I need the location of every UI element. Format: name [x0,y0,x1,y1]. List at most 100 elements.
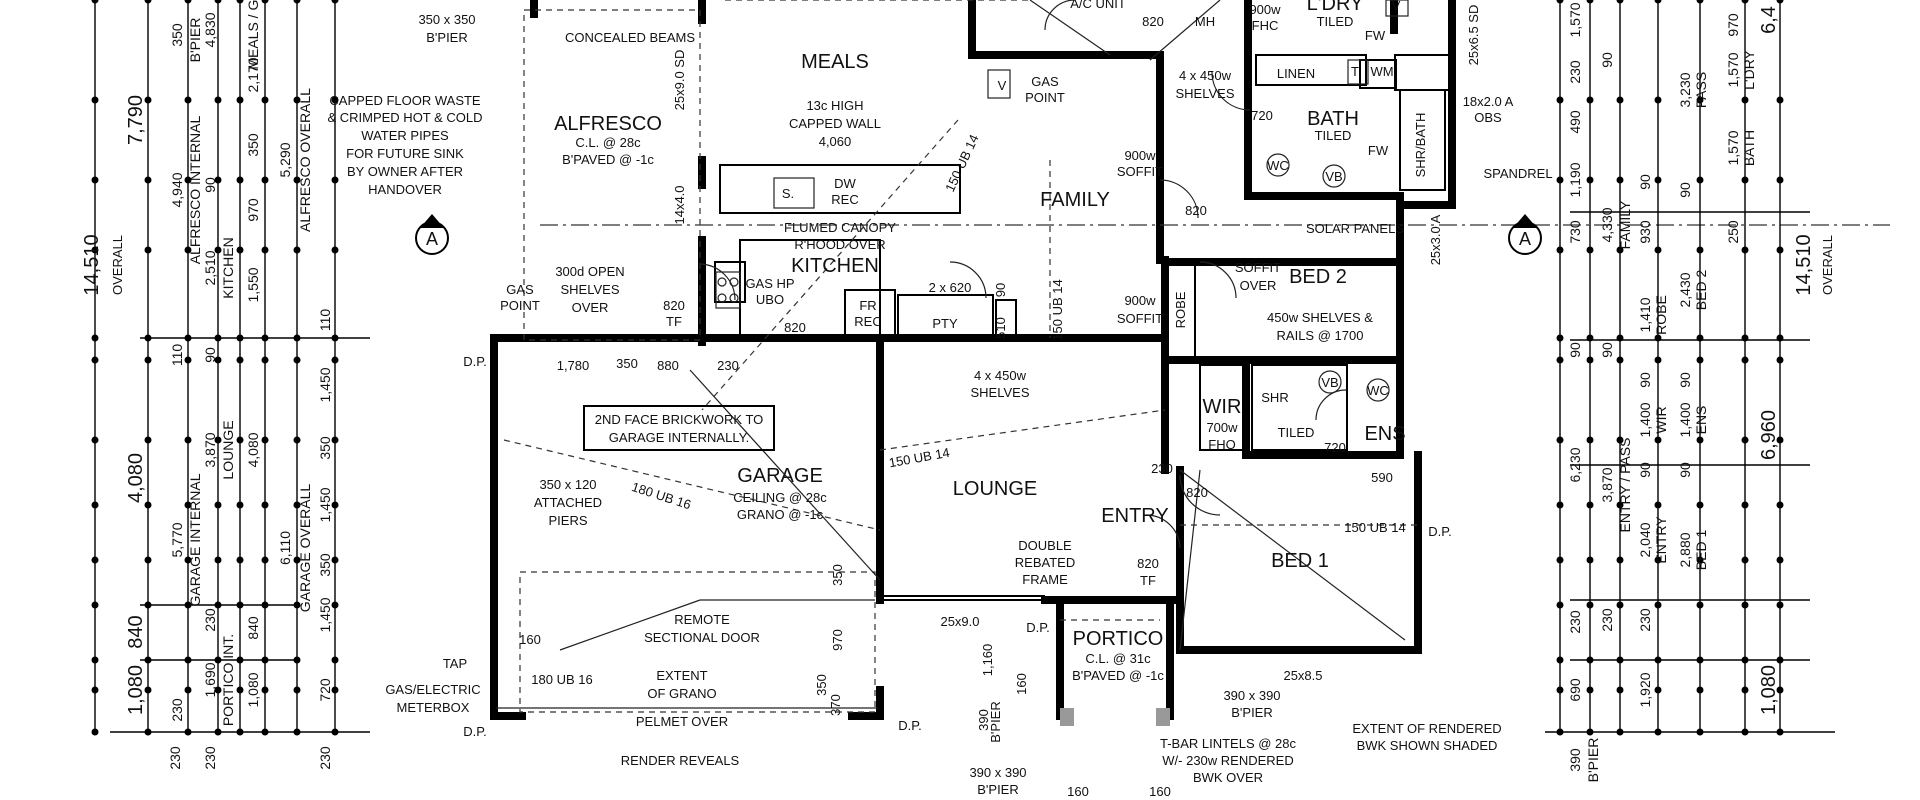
dimension-tick [1586,501,1594,509]
svg-text:FR: FR [859,298,876,313]
svg-text:GRANO @ -1c: GRANO @ -1c [737,507,824,522]
right-dimension-text: 1,570 230 490 1,190 730 90 6,230 230 690… [1567,2,1835,782]
svg-text:25x8.5: 25x8.5 [1283,668,1322,683]
svg-text:BWK OVER: BWK OVER [1193,770,1263,785]
svg-text:METERBOX: METERBOX [397,700,470,715]
dimension-tick [1654,556,1662,564]
svg-text:SPANDREL: SPANDREL [1483,166,1552,181]
svg-text:3,870: 3,870 [202,432,218,467]
svg-text:180 UB 16: 180 UB 16 [531,672,592,687]
svg-text:110: 110 [169,344,185,367]
svg-text:1,080: 1,080 [245,672,261,707]
dimension-tick [1696,436,1704,444]
svg-text:DOUBLE: DOUBLE [1018,538,1072,553]
dimension-tick [1696,656,1704,664]
svg-text:1,190: 1,190 [1567,162,1583,197]
dimension-tick [331,356,339,364]
interior-lines [496,0,1890,726]
dimension-tick [1696,728,1704,736]
dimension-tick [331,601,339,609]
room-portico: PORTICO [1073,628,1164,650]
svg-text:SOFFIT: SOFFIT [1117,311,1163,326]
dimension-tick [1654,176,1662,184]
dimension-tick [261,601,269,609]
svg-text:BED 1: BED 1 [1693,530,1709,571]
svg-text:150 UB 14: 150 UB 14 [942,132,982,194]
dimension-tick [91,601,99,609]
dimension-tick [214,0,222,4]
dimension-tick [144,728,152,736]
dimension-tick [293,686,301,694]
dimension-tick [236,686,244,694]
svg-text:ENS: ENS [1693,406,1709,435]
svg-text:3,230: 3,230 [1677,72,1693,107]
svg-text:390 x 390: 390 x 390 [969,765,1026,780]
svg-text:1,570: 1,570 [1567,2,1583,37]
svg-text:1,690: 1,690 [202,662,218,697]
svg-text:FOR FUTURE SINK: FOR FUTURE SINK [346,146,464,161]
dimension-tick [214,176,222,184]
svg-text:510: 510 [993,317,1008,339]
svg-text:S.: S. [782,186,794,201]
dimension-tick [144,334,152,342]
svg-text:700w: 700w [1206,420,1238,435]
svg-text:820: 820 [1185,203,1207,218]
dimension-tick [1586,686,1594,694]
dimension-tick [1654,436,1662,444]
dimension-tick [236,356,244,364]
dimension-tick [184,556,192,564]
svg-text:900w: 900w [1124,293,1156,308]
dimension-tick [1696,176,1704,184]
svg-text:D.P.: D.P. [1428,524,1452,539]
svg-text:UBO: UBO [756,292,784,307]
svg-text:T: T [1351,64,1359,79]
dimension-tick [91,728,99,736]
dimension-tick [1741,686,1749,694]
svg-text:BY OWNER AFTER: BY OWNER AFTER [347,164,463,179]
dimension-tick [144,356,152,364]
dimension-tick [261,96,269,104]
svg-text:WIR: WIR [1653,406,1669,433]
svg-text:1,080: 1,080 [1758,665,1780,715]
dimension-tick [293,601,301,609]
svg-text:BATH: BATH [1741,130,1757,166]
svg-text:490: 490 [1567,110,1583,134]
svg-text:350: 350 [814,674,829,696]
svg-text:230: 230 [167,746,183,770]
svg-text:FRAME: FRAME [1022,572,1068,587]
dimension-tick [1654,0,1662,4]
svg-text:GARAGE INTERNALLY.: GARAGE INTERNALLY. [609,430,749,445]
svg-text:FHC: FHC [1252,18,1279,33]
svg-text:230: 230 [1151,461,1173,476]
dimension-tick [1654,656,1662,664]
dimension-tick [1696,356,1704,364]
svg-text:4,080: 4,080 [245,432,261,467]
dimension-tick [261,686,269,694]
svg-text:T-BAR LINTELS @ 28c: T-BAR LINTELS @ 28c [1160,736,1297,751]
svg-text:WC: WC [1367,383,1389,398]
dimension-tick [1556,728,1564,736]
svg-text:250: 250 [1725,220,1741,244]
dimension-tick [1654,334,1662,342]
svg-text:970: 970 [245,198,261,222]
svg-text:SOFFIT: SOFFIT [1117,164,1163,179]
dimension-tick [1776,656,1784,664]
dimension-tick [293,356,301,364]
svg-text:D.P.: D.P. [1026,620,1050,635]
svg-text:POINT: POINT [500,298,540,313]
svg-text:820: 820 [1137,556,1159,571]
dimension-tick [1556,96,1564,104]
dimension-tick [236,656,244,664]
dimension-tick [214,686,222,694]
dimension-tick [1586,728,1594,736]
svg-text:90: 90 [993,283,1008,297]
svg-text:FW: FW [1365,28,1386,43]
svg-text:90: 90 [1599,52,1615,68]
svg-text:SHELVES: SHELVES [970,385,1029,400]
svg-text:2ND FACE BRICKWORK TO: 2ND FACE BRICKWORK TO [595,412,764,427]
dimension-tick [1616,246,1624,254]
dimension-tick [236,601,244,609]
dimension-tick [1776,176,1784,184]
plan-dimension-values: 1,780 350 880 230 510 90 590 230 820 720… [519,283,1393,799]
svg-text:14x4.0: 14x4.0 [672,185,687,224]
